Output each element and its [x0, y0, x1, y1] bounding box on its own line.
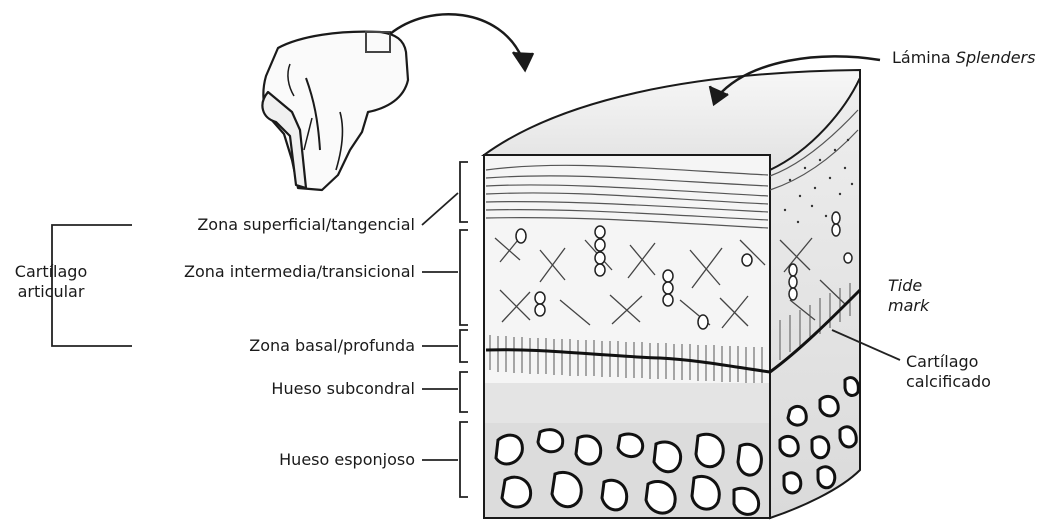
label-zona-intermedia: Zona intermedia/transicional — [184, 262, 415, 282]
label-cartilago-articular-line1: Cartílago — [6, 262, 96, 282]
subchondral-bone — [485, 383, 769, 423]
label-lamina-splenders: Lámina Splenders — [892, 48, 1035, 68]
label-hueso-esponjoso: Hueso esponjoso — [279, 450, 415, 470]
label-cartilago-calcificado: Cartílago calcificado — [906, 352, 991, 392]
curved-arrow-to-block — [390, 14, 533, 70]
label-cartilago-calcificado-line2: calcificado — [906, 372, 991, 392]
label-cartilago-calcificado-line1: Cartílago — [906, 352, 991, 372]
label-tide-line2: mark — [888, 296, 929, 316]
label-hueso-subcondral: Hueso subcondral — [271, 379, 415, 399]
label-tide-line1: Tide — [888, 276, 929, 296]
label-cartilago-articular: Cartílago articular — [6, 262, 96, 302]
zone-brackets — [460, 162, 468, 497]
tibia-illustration — [262, 32, 408, 190]
label-zona-basal: Zona basal/profunda — [249, 336, 415, 356]
label-zona-superficial: Zona superficial/tangencial — [197, 215, 415, 235]
label-lamina-italic: Splenders — [956, 48, 1036, 67]
label-lamina-prefix: Lámina — [892, 48, 951, 67]
label-cartilago-articular-line2: articular — [6, 282, 96, 302]
label-tide-mark: Tide mark — [888, 276, 929, 316]
